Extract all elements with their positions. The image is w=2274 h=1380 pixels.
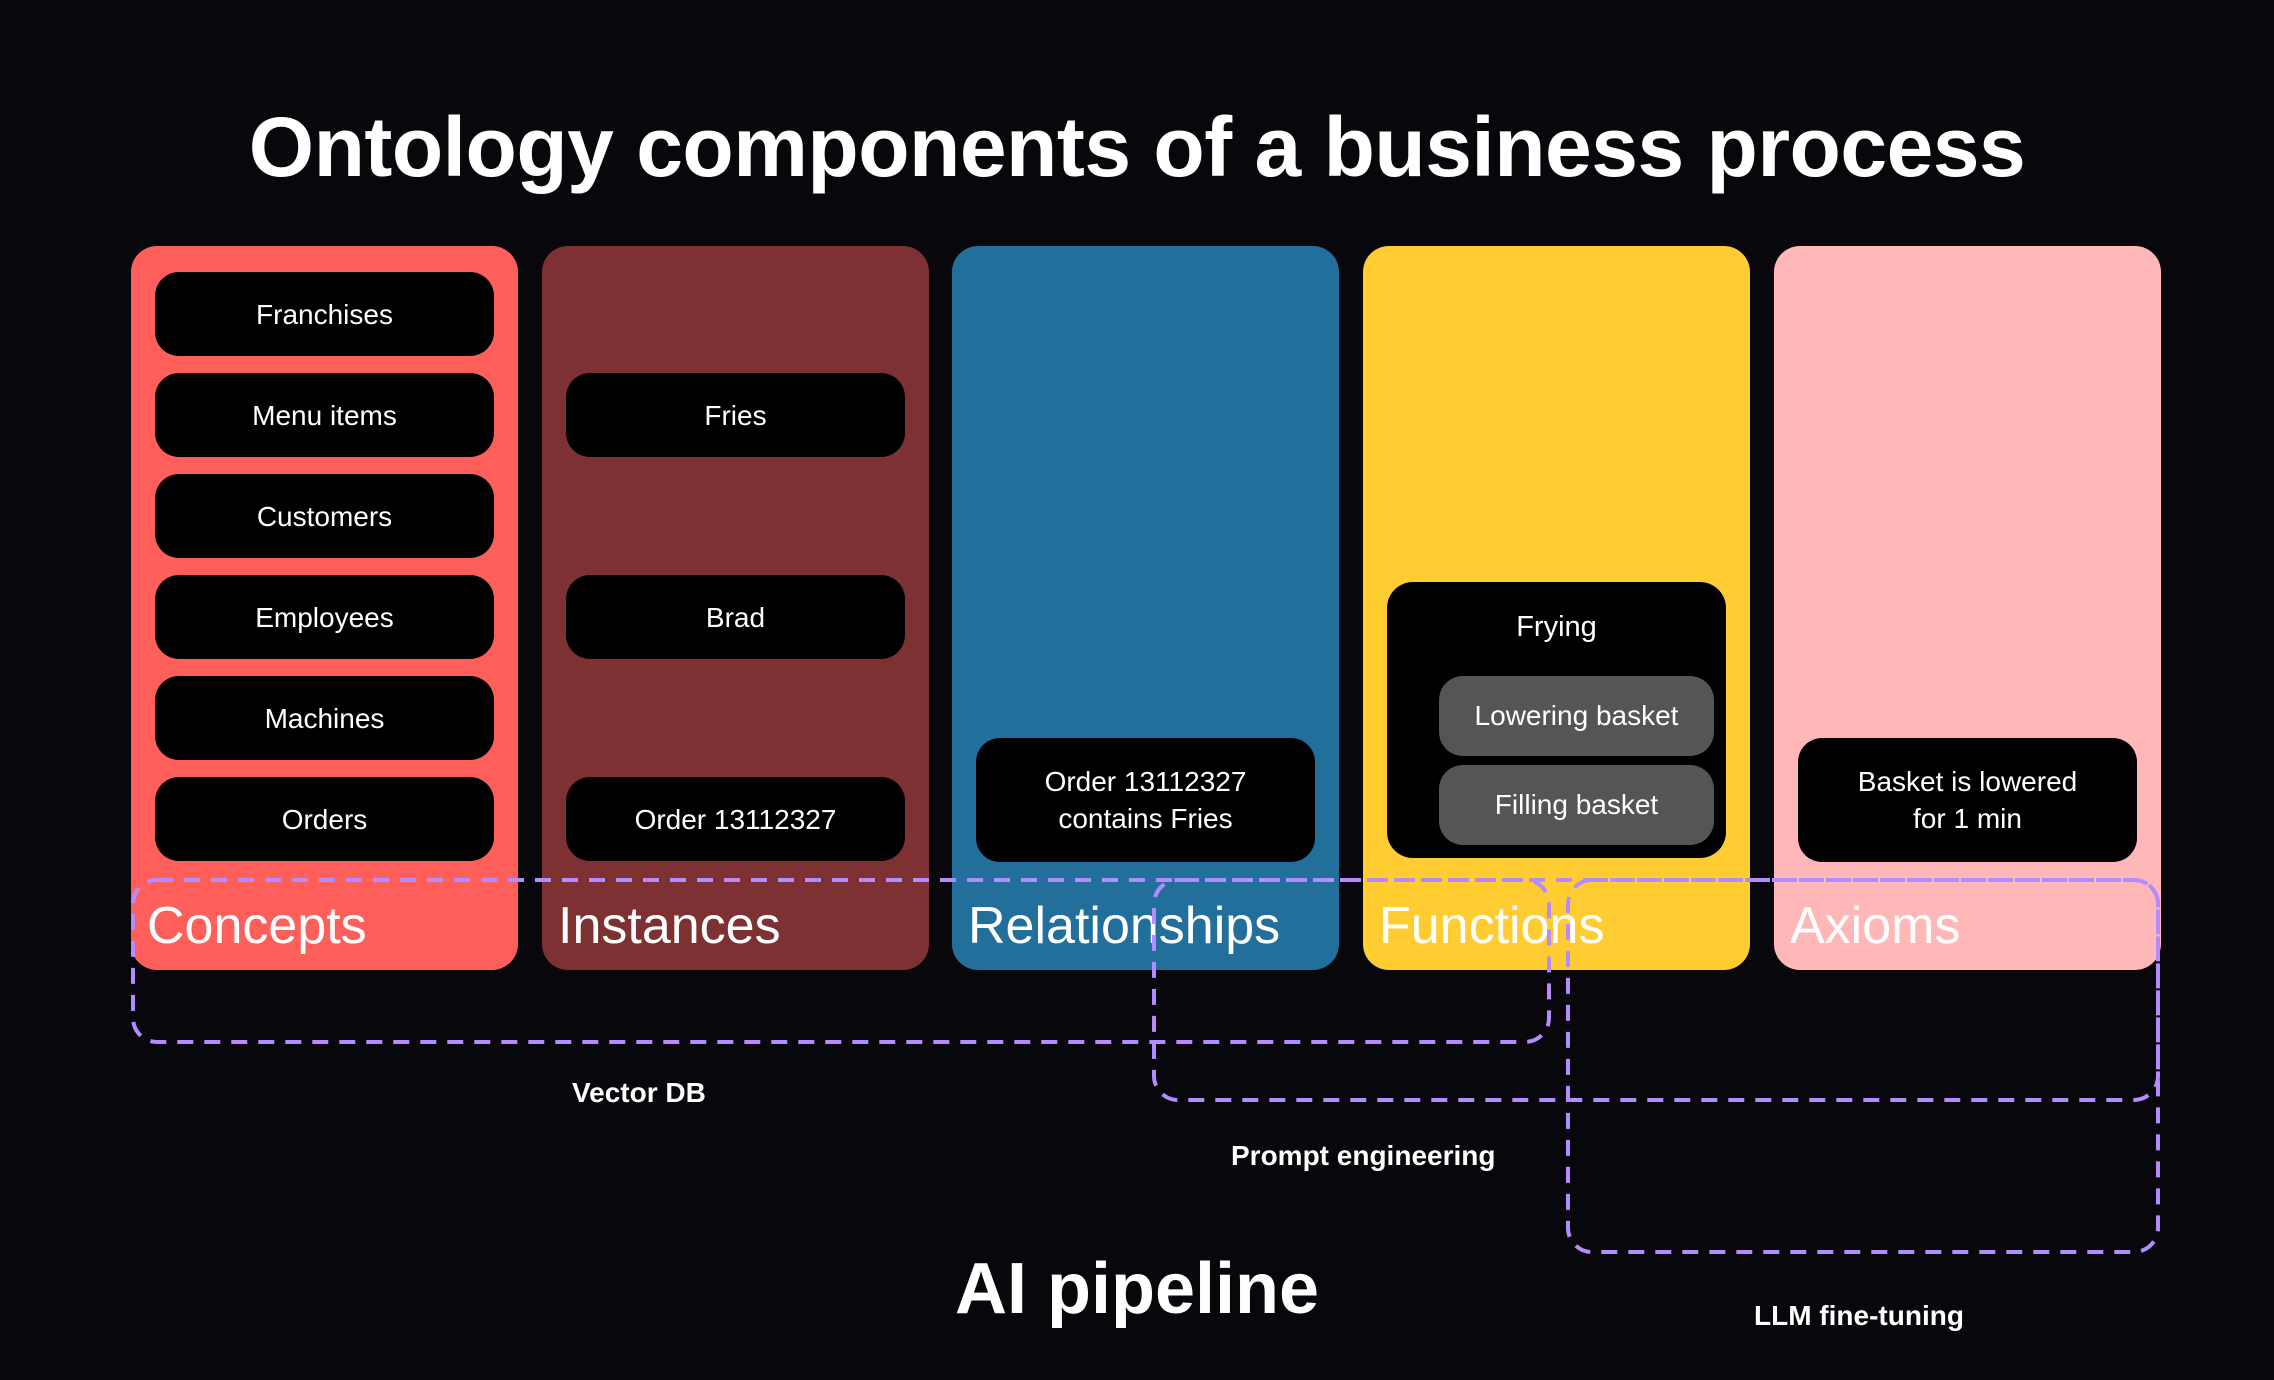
column-functions: Frying Lowering basket Filling basket Fu… (1363, 246, 1750, 970)
concept-customers: Customers (155, 474, 494, 558)
function-filling-basket: Filling basket (1439, 765, 1714, 845)
relationship-order-contains-fries: Order 13112327 contains Fries (976, 738, 1315, 862)
diagram-title: Ontology components of a business proces… (248, 100, 2026, 194)
column-instances: Fries Brad Order 13112327 Instances (542, 246, 929, 970)
instance-order: Order 13112327 (566, 777, 905, 861)
concept-employees: Employees (155, 575, 494, 659)
function-frying-label: Frying (1516, 611, 1597, 643)
concept-orders: Orders (155, 777, 494, 861)
column-label-relationships: Relationships (968, 897, 1281, 955)
axiom-basket-lowered: Basket is lowered for 1 min (1798, 738, 2137, 862)
column-concepts: Franchises Menu items Customers Employee… (131, 246, 518, 970)
column-label-concepts: Concepts (147, 897, 367, 955)
vector-db-outline (131, 878, 1551, 1044)
function-lowering-basket: Lowering basket (1439, 676, 1714, 756)
vector-db-label: Vector DB (572, 1077, 706, 1108)
column-label-axioms: Axioms (1790, 897, 1961, 955)
instance-brad: Brad (566, 575, 905, 659)
llm-fine-tuning-label: LLM fine-tuning (1754, 1300, 1964, 1331)
prompt-engineering-label: Prompt engineering (1231, 1140, 1496, 1171)
function-frying-group: Frying Lowering basket Filling basket (1387, 582, 1726, 858)
concept-franchises: Franchises (155, 272, 494, 356)
prompt-engineering-outline (1152, 878, 2160, 1102)
column-axioms: Basket is lowered for 1 min Axioms (1774, 246, 2161, 970)
llm-fine-tuning-outline (1566, 878, 2160, 1254)
instance-fries: Fries (566, 373, 905, 457)
ai-pipeline-heading: AI pipeline (954, 1249, 1320, 1329)
concept-machines: Machines (155, 676, 494, 760)
column-relationships: Order 13112327 contains Fries Relationsh… (952, 246, 1339, 970)
concept-menu-items: Menu items (155, 373, 494, 457)
column-label-instances: Instances (558, 897, 781, 955)
